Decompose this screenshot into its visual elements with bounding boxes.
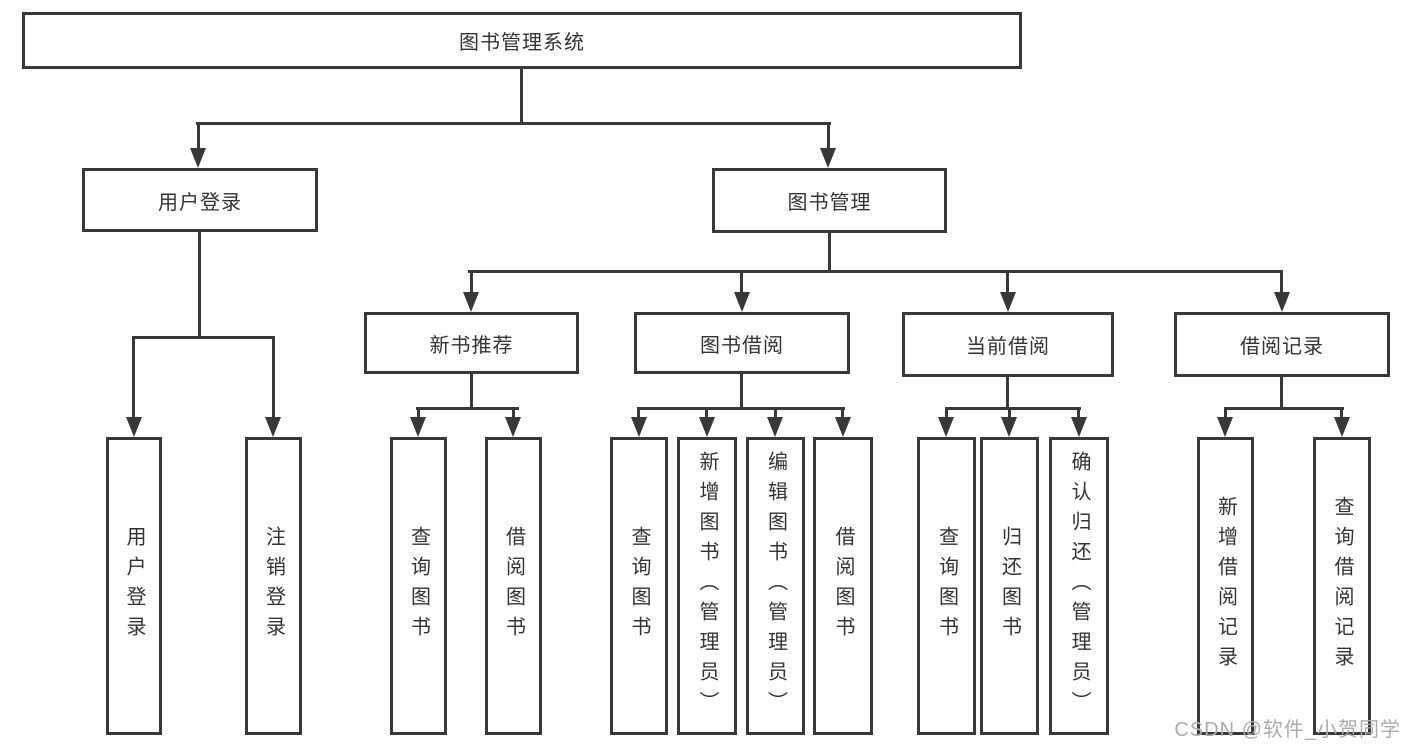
node-label: 借阅记录 bbox=[1240, 336, 1324, 358]
connector-line bbox=[1006, 270, 1009, 292]
connector-line bbox=[197, 122, 200, 150]
arrow-head bbox=[1071, 417, 1087, 437]
csdn-watermark: CSDN @软件_小贺同学 bbox=[1174, 719, 1401, 741]
node-label: 查询图书 bbox=[935, 526, 958, 646]
node-label: 借阅图书 bbox=[502, 526, 525, 646]
arrow-head bbox=[938, 417, 954, 437]
node-label: 查询借阅记录 bbox=[1331, 496, 1353, 676]
arrow-head bbox=[410, 417, 426, 437]
node-label: 查询图书 bbox=[407, 526, 430, 646]
connector-line bbox=[1340, 407, 1343, 417]
arrow-head bbox=[1334, 417, 1350, 437]
node-label: 图书管理系统 bbox=[459, 32, 585, 54]
connector-line bbox=[705, 407, 708, 417]
node-book-borrowing: 图书借阅 bbox=[634, 312, 850, 374]
connector-line bbox=[740, 270, 743, 292]
arrow-head bbox=[1217, 417, 1233, 437]
connector-line bbox=[828, 233, 831, 270]
connector-line bbox=[470, 374, 473, 407]
connector-line bbox=[945, 407, 948, 417]
node-current-borrowing: 当前借阅 bbox=[902, 312, 1114, 377]
connector-line bbox=[1280, 377, 1283, 407]
node-user-login: 用户登录 bbox=[82, 168, 318, 232]
connector-line bbox=[1224, 407, 1344, 410]
node-label: 新增借阅记录 bbox=[1214, 496, 1237, 676]
connector-line bbox=[1280, 270, 1283, 292]
connector-line bbox=[740, 374, 743, 407]
node-label: 编辑图书（管理员） bbox=[764, 451, 787, 721]
connector-line bbox=[1006, 377, 1009, 407]
leaf-edit-book-admin: 编辑图书（管理员） bbox=[746, 437, 805, 735]
arrow-head bbox=[734, 292, 750, 312]
arrow-head bbox=[820, 148, 836, 168]
arrow-head bbox=[699, 417, 715, 437]
leaf-query-borrow-record: 查询借阅记录 bbox=[1313, 437, 1371, 735]
leaf-query-books-current: 查询图书 bbox=[917, 437, 976, 735]
leaf-borrow-books-recommend: 借阅图书 bbox=[485, 437, 542, 735]
node-label: 当前借阅 bbox=[966, 336, 1050, 358]
connector-line bbox=[1224, 407, 1227, 417]
connector-line bbox=[945, 407, 1081, 410]
arrow-head bbox=[1274, 292, 1290, 312]
leaf-borrow-books: 借阅图书 bbox=[813, 437, 873, 735]
leaf-confirm-return-admin: 确认归还（管理员） bbox=[1049, 437, 1109, 735]
connector-line bbox=[774, 407, 777, 417]
connector-line bbox=[470, 270, 473, 292]
connector-line bbox=[416, 407, 519, 410]
node-label: 注销登录 bbox=[262, 526, 285, 646]
connector-line bbox=[468, 270, 1282, 273]
node-label: 借阅图书 bbox=[832, 526, 854, 646]
connector-line bbox=[272, 336, 275, 417]
connector-line bbox=[827, 122, 830, 150]
leaf-add-borrow-record: 新增借阅记录 bbox=[1197, 437, 1254, 735]
connector-line bbox=[198, 232, 201, 336]
connector-line bbox=[637, 407, 845, 410]
arrow-head bbox=[126, 417, 142, 437]
arrow-head bbox=[1000, 292, 1016, 312]
leaf-user-login: 用户登录 bbox=[106, 437, 162, 735]
connector-line bbox=[1008, 407, 1011, 417]
node-library-management-system: 图书管理系统 bbox=[22, 12, 1022, 69]
node-book-management: 图书管理 bbox=[712, 168, 947, 233]
node-new-book-recommend: 新书推荐 bbox=[364, 312, 579, 374]
node-label: 用户登录 bbox=[158, 191, 242, 214]
node-label: 图书借阅 bbox=[700, 334, 784, 357]
node-label: 确认归还（管理员） bbox=[1068, 451, 1090, 721]
arrow-head bbox=[835, 417, 851, 437]
node-label: 图书管理 bbox=[787, 192, 872, 214]
leaf-return-book: 归还图书 bbox=[980, 437, 1039, 735]
leaf-logout: 注销登录 bbox=[245, 437, 302, 735]
node-label: 新书推荐 bbox=[429, 334, 514, 357]
arrow-head bbox=[505, 417, 521, 437]
node-label: 查询图书 bbox=[628, 526, 650, 646]
arrow-head bbox=[767, 417, 783, 437]
arrow-head bbox=[463, 292, 479, 312]
connector-line bbox=[1077, 407, 1080, 417]
connector-line bbox=[132, 336, 274, 339]
arrow-head bbox=[631, 417, 647, 437]
arrow-head bbox=[265, 417, 281, 437]
node-label: 用户登录 bbox=[123, 526, 145, 646]
leaf-query-books-borrowing: 查询图书 bbox=[610, 437, 668, 735]
arrow-head bbox=[190, 148, 206, 168]
node-borrowing-records: 借阅记录 bbox=[1174, 312, 1390, 377]
connector-line bbox=[417, 407, 420, 417]
leaf-query-books-recommend: 查询图书 bbox=[390, 437, 447, 735]
node-label: 新增图书（管理员） bbox=[696, 451, 718, 721]
connector-line bbox=[841, 407, 844, 417]
connector-line bbox=[637, 407, 640, 417]
connector-line bbox=[512, 407, 515, 417]
arrow-head bbox=[1001, 417, 1017, 437]
leaf-add-book-admin: 新增图书（管理员） bbox=[677, 437, 737, 735]
node-label: 归还图书 bbox=[998, 526, 1021, 646]
connector-line bbox=[520, 69, 523, 122]
connector-line bbox=[196, 122, 831, 125]
connector-line bbox=[132, 336, 135, 417]
